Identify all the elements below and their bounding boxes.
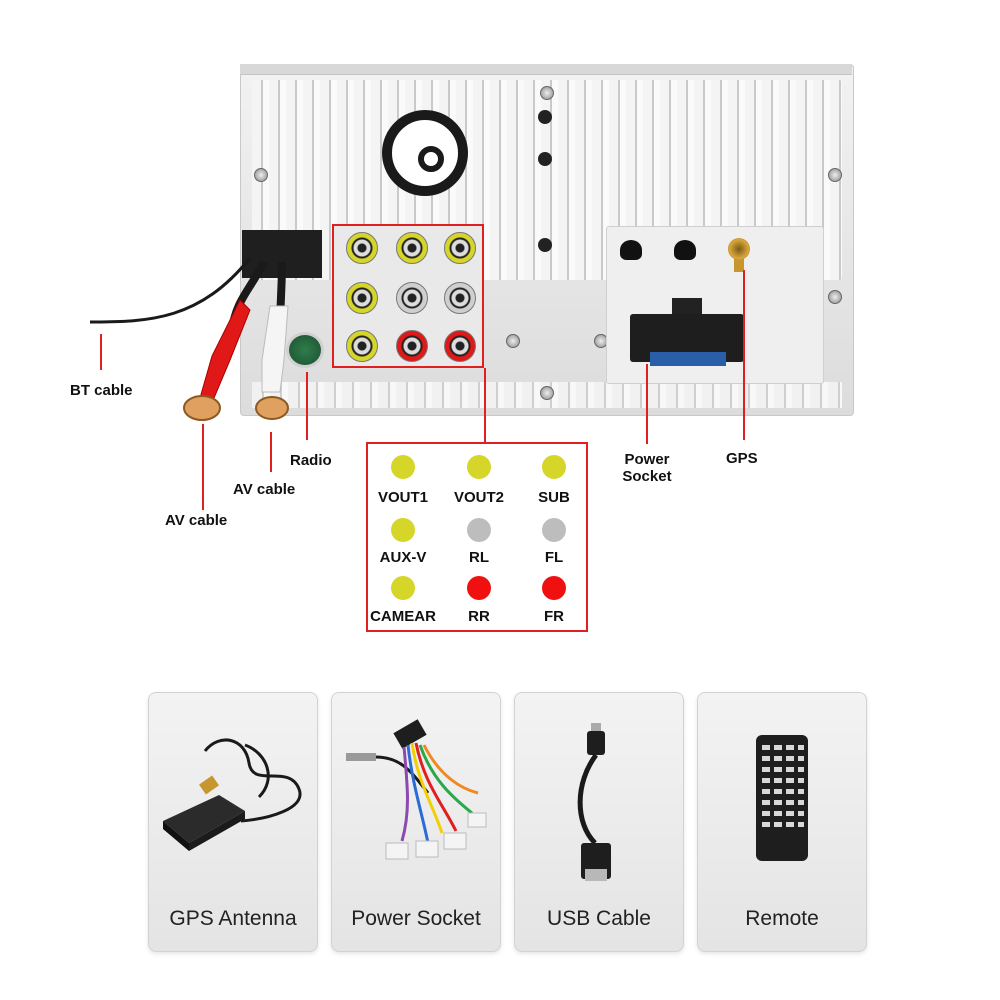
screw-icon [828, 168, 842, 182]
gps-connector-stem [734, 258, 744, 272]
port-hole [674, 240, 696, 260]
power-socket-leader [646, 364, 648, 444]
gps-connector-icon [728, 238, 750, 260]
legend-label-fr: FR [544, 608, 564, 625]
white-rca-plug-tip [255, 396, 289, 420]
legend-label-rl: RL [469, 549, 489, 566]
red-rca-plug-tip [183, 395, 221, 421]
power-socket-label-line1: Power [624, 451, 670, 468]
av-cable-white-leader [270, 432, 272, 472]
gps-label: GPS [726, 450, 758, 467]
unit-top-edge [240, 64, 852, 75]
screw-icon [254, 168, 268, 182]
radio-leader [306, 372, 308, 440]
rca-jack-rl [396, 282, 428, 314]
rca-legend-leader [484, 368, 486, 442]
bt-cable-leader [100, 334, 102, 370]
rca-jack-aux-v [346, 282, 378, 314]
rca-jack-fl [444, 282, 476, 314]
rca-jack-vout2 [396, 232, 428, 264]
wiring-harness-icon [346, 719, 487, 860]
av-cable-red-label: AV cable [165, 512, 228, 529]
rca-jack-vout1 [346, 232, 378, 264]
accessory-card-gps-antenna: GPS Antenna [148, 692, 318, 952]
av-cable-white-label: AV cable [233, 481, 296, 498]
bt-cable-label: BT cable [70, 382, 133, 399]
red-rca-plug-body [199, 299, 251, 399]
iso-connector-tab [672, 298, 702, 314]
accessory-label: Remote [745, 907, 819, 930]
screw-icon [506, 334, 520, 348]
screw-icon [540, 86, 554, 100]
accessory-card-usb-cable: USB Cable [514, 692, 684, 952]
usb-cable-icon [577, 723, 611, 881]
legend-label-vout2: VOUT2 [453, 489, 504, 506]
rca-jack-fr [444, 330, 476, 362]
legend-jack-rl [467, 518, 491, 542]
power-socket-label: Power Socket [620, 451, 674, 485]
white-rca-plug-body [261, 305, 289, 393]
rca-jack-camera [346, 330, 378, 362]
accessory-card-power-socket: Power Socket [331, 692, 501, 952]
legend-label-sub: SUB [538, 489, 570, 506]
legend-jack-aux-v [391, 518, 415, 542]
vent-hole [538, 110, 552, 124]
radio-label: Radio [290, 452, 332, 469]
power-socket-label-line2: Socket [622, 468, 672, 485]
legend-jack-sub [542, 455, 566, 479]
screw-icon [828, 290, 842, 304]
rca-jack-rr [396, 330, 428, 362]
rca-jack-sub [444, 232, 476, 264]
accessory-label: GPS Antenna [169, 907, 297, 930]
accessory-card-remote: Remote [697, 692, 867, 952]
cable-drawing [89, 257, 289, 421]
accessory-label: USB Cable [547, 907, 651, 930]
screw-icon [540, 386, 554, 400]
legend-label-fl: FL [544, 549, 564, 566]
rca-highlight-box [332, 224, 484, 368]
legend-label-aux-v: AUX-V [379, 549, 427, 566]
legend-label-rr: RR [468, 608, 490, 625]
remote-control-icon [756, 735, 808, 861]
legend-jack-vout1 [391, 455, 415, 479]
radio-antenna-port-icon [286, 332, 324, 368]
legend-jack-camera [391, 576, 415, 600]
gps-leader [743, 270, 745, 440]
vent-hole [538, 152, 552, 166]
iso-connector-fuse [650, 352, 726, 366]
accessory-label: Power Socket [351, 907, 481, 930]
legend-jack-fr [542, 576, 566, 600]
legend-jack-fl [542, 518, 566, 542]
gps-antenna-icon [163, 738, 302, 851]
av-cable-red-leader [202, 424, 204, 510]
legend-jack-vout2 [467, 455, 491, 479]
bt-cable-wire [89, 257, 252, 324]
legend-label-vout1: VOUT1 [377, 489, 428, 506]
legend-jack-rr [467, 576, 491, 600]
legend-label-camera: CAMEAR [370, 608, 436, 625]
vent-hole [538, 238, 552, 252]
cooling-fan-icon [382, 110, 468, 196]
port-hole [620, 240, 642, 260]
